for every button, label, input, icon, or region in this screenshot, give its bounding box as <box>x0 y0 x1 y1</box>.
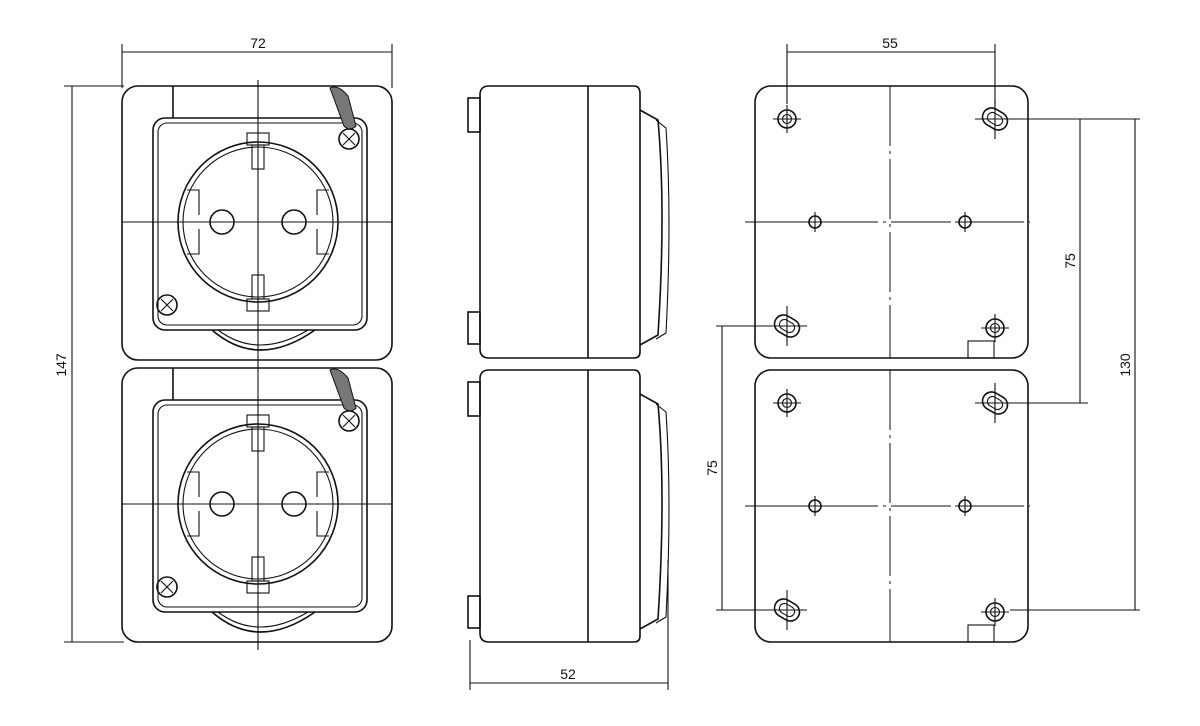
rear-view <box>745 86 1030 642</box>
dim-side-depth: 52 <box>560 666 576 682</box>
front-view <box>121 80 393 650</box>
dim-rear-vertical-right: 75 <box>1062 253 1078 269</box>
dim-front-width: 72 <box>250 35 266 51</box>
side-view <box>467 85 670 643</box>
dim-rear-total: 130 <box>1117 353 1133 377</box>
dim-front-height: 147 <box>53 353 69 377</box>
dim-rear-horizontal: 55 <box>882 35 898 51</box>
dim-rear-vertical-left: 75 <box>704 460 720 476</box>
dimension-lines <box>64 44 1140 690</box>
